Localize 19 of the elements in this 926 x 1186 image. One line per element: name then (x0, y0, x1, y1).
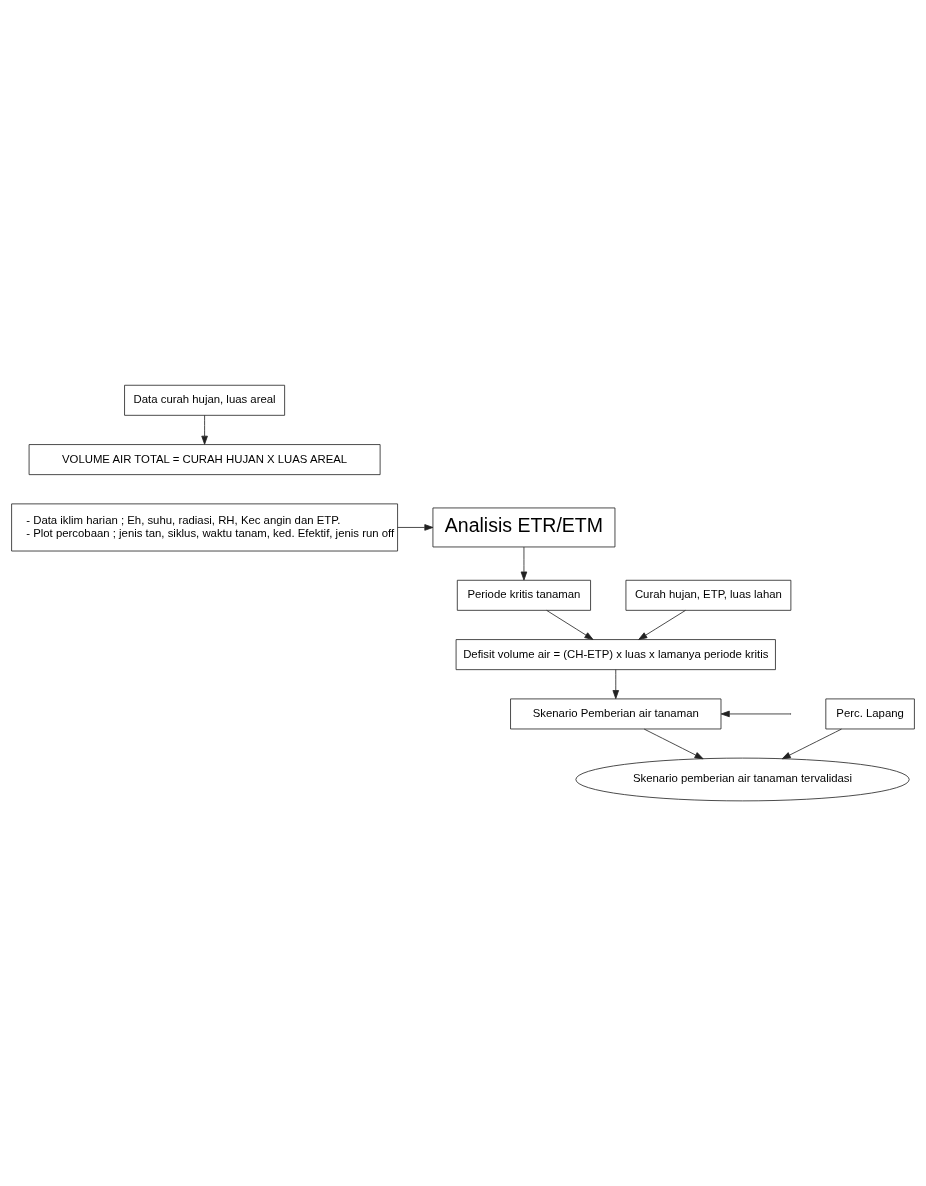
arrow (781, 728, 842, 760)
arrow (546, 609, 594, 640)
node-ellipse: Skenario pemberian air tanaman tervalidasi (575, 757, 910, 802)
arrow (201, 414, 208, 445)
node-box: Skenario Pemberian air tanaman (510, 698, 722, 730)
node-box: Data curah hujan, luas areal (124, 384, 286, 416)
node-box: Periode kritis tanaman (456, 579, 591, 611)
arrow (643, 728, 704, 760)
node-box: Analisis ETR/ETM (432, 507, 616, 548)
arrow (720, 710, 791, 718)
node-box: - Data iklim harian ; Eh, suhu, radiasi, RH, Kec angin dan ETP. - Plot percobaan ; jenis tan, siklus, waktu tanam, ked. Efektif, jenis run off (11, 503, 398, 552)
arrow (638, 609, 686, 640)
node-box: Curah hujan, ETP, luas lahan (625, 579, 792, 611)
node-box: Perc. Lapang (825, 698, 915, 730)
arrow (612, 669, 619, 700)
node-box: Defisit volume air = (CH-ETP) x luas x lamanya periode kritis (455, 639, 776, 671)
arrow (520, 546, 528, 581)
arrow (397, 524, 434, 531)
node-box: VOLUME AIR TOTAL = CURAH HUJAN X LUAS AREAL (28, 444, 381, 476)
